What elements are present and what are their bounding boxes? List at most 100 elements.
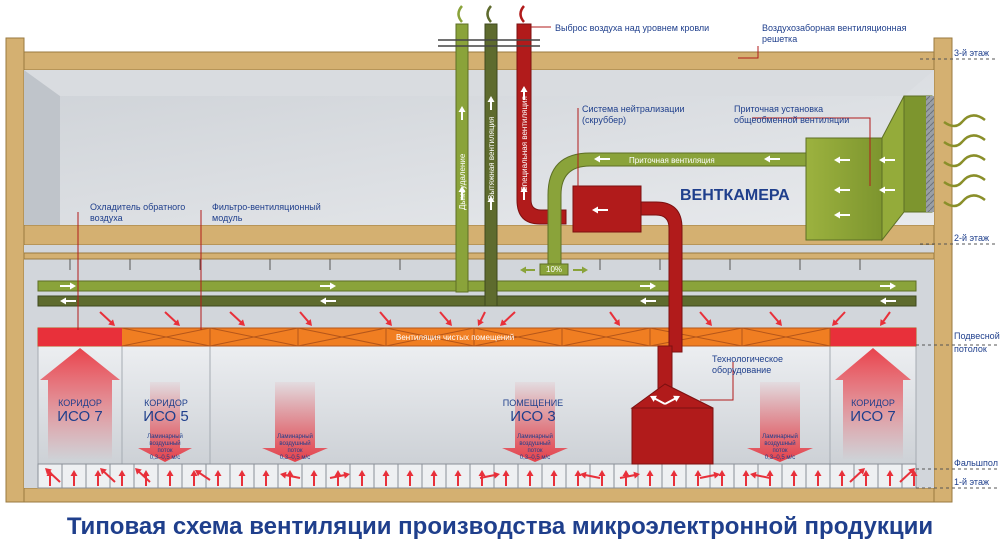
intake-arrows <box>943 114 986 208</box>
supply-duct-arrow <box>594 155 610 163</box>
roof-slab <box>5 51 953 71</box>
floor-flow-arrow <box>699 471 720 479</box>
grating-flow-arrow <box>406 470 414 486</box>
ceiling-panel-cross <box>649 327 743 347</box>
grating-flow-arrow <box>574 470 582 486</box>
ceiling-flow-arrow <box>379 311 392 326</box>
supply-unit-arrow <box>879 156 895 164</box>
ceiling-flow-arrow <box>439 311 452 326</box>
flow-iso5 <box>138 382 192 462</box>
smoke-duct-arrow <box>458 186 466 200</box>
label-exhaust-vent: Вытяжная вентиляция <box>487 117 496 200</box>
ceiling-flow-arrow <box>832 311 846 326</box>
grating-flow-arrow <box>310 470 318 486</box>
level-lines <box>916 58 998 489</box>
laminar-speed-1: 0,3–0,5 м/с <box>280 455 310 461</box>
ceiling-panel-cross <box>297 327 387 347</box>
laminar-flows <box>40 348 911 462</box>
upper-floor-wall-left <box>24 70 60 225</box>
floor1-slab <box>5 487 953 503</box>
callout-scrubber-2: (скруббер) <box>582 115 626 125</box>
flow-iso3-c <box>747 382 813 462</box>
floor-flow-arrow <box>849 468 865 483</box>
flow-right-corridor <box>835 348 911 460</box>
callout-tech-2: оборудование <box>712 365 771 375</box>
laminar-line3-0: поток <box>157 448 172 454</box>
grating-flow-arrow <box>814 470 822 486</box>
laminar-line2-0: воздушный <box>149 440 180 447</box>
room-iso5-class: ИСО 5 <box>143 408 188 425</box>
airflow-arrows <box>45 86 918 486</box>
ceiling-flow-arrow <box>500 311 516 326</box>
callout-supply-unit-2: общеобменной вентиляции <box>734 115 849 125</box>
roof-penetration <box>438 39 540 47</box>
exhaust-floor-arrow <box>320 297 336 305</box>
roof-exhaust-arrows <box>457 5 525 23</box>
room-iso3-label: ПОМЕЩЕНИЕ <box>503 398 563 408</box>
ceiling-flow-arrow <box>880 311 891 326</box>
floor-flow-arrow <box>750 471 771 479</box>
exhaust-duct-lower <box>37 295 917 307</box>
room-iso5-label: КОРИДОР <box>144 398 188 408</box>
grating-flow-arrow <box>790 470 798 486</box>
supply-floor-arrow <box>320 282 336 290</box>
intake-grille <box>926 96 934 212</box>
ceiling-panel-cross <box>121 327 211 347</box>
callout-ffu-1: Фильтро-вентиляционный <box>212 202 321 212</box>
grating-flow-arrow <box>478 470 486 486</box>
grating-flow-arrow <box>118 470 126 486</box>
supply-floor-arrow <box>60 282 76 290</box>
supply-unit-arrow <box>834 156 850 164</box>
smoke-duct-arrow <box>458 106 466 120</box>
grating-flow-arrow <box>190 470 198 486</box>
ceiling-flow-arrow <box>99 311 115 326</box>
page-title: Типовая схема вентиляции производства ми… <box>66 513 934 540</box>
exhaust-duct-arrow <box>487 196 495 210</box>
ceiling-flow-arrow <box>477 311 486 326</box>
label-ventchamber: ВЕНТКАМЕРА <box>680 187 790 204</box>
label-recirc: 10% <box>546 265 562 274</box>
ceiling-flow-arrow <box>699 311 712 326</box>
special-duct-arrow <box>520 86 528 100</box>
laminar-line1-2: Ламинарный <box>517 433 553 440</box>
callout-ffu-2: модуль <box>212 213 243 223</box>
callout-supply-unit-1: Приточная установка <box>734 104 823 114</box>
laminar-line2-1: воздушный <box>279 440 310 447</box>
suspended-ceiling <box>37 327 917 347</box>
floor-flow-arrow <box>619 471 640 479</box>
grating-flow-arrow <box>646 470 654 486</box>
label-floor3: 3-й этаж <box>954 48 989 58</box>
ceiling-panel-cross <box>209 327 299 347</box>
laminar-line3-3: поток <box>772 448 787 454</box>
ceiling-flow-arrow <box>229 311 245 326</box>
grating-flow-arrow <box>454 470 462 486</box>
room-right-label: КОРИДОР <box>851 398 895 408</box>
laminar-line1-1: Ламинарный <box>277 433 313 440</box>
grating-flow-arrow <box>886 470 894 486</box>
grating-flow-arrow <box>742 470 750 486</box>
ceiling-flow-arrow <box>164 311 180 326</box>
laminar-line2-3: воздушный <box>764 440 795 447</box>
callout-exhaust-roof: Выброс воздуха над уровнем кровли <box>555 23 709 33</box>
floor-flow-arrow <box>195 470 211 481</box>
laminar-line1-0: Ламинарный <box>147 433 183 440</box>
exhaust-floor-arrow <box>60 297 76 305</box>
exhaust-floor-arrow <box>880 297 896 305</box>
label-cleanroom-vent: Вентиляция чистых помещений <box>396 333 514 342</box>
grating-flow-arrow <box>862 470 870 486</box>
floor-flow-arrow <box>280 471 301 479</box>
grating-flow-arrow <box>718 470 726 486</box>
room-iso3-class: ИСО 3 <box>510 408 555 425</box>
callout-lines <box>77 26 871 401</box>
laminar-speed-2: 0,3–0,5 м/с <box>520 455 550 461</box>
label-supply-vent: Приточная вентиляция <box>629 156 715 165</box>
ceiling-flow-arrow <box>769 311 782 326</box>
grating-flow-arrow <box>766 470 774 486</box>
ceiling-panel-cross <box>741 327 831 347</box>
grating-flow-arrow <box>670 470 678 486</box>
callout-intake-grille-1: Воздухозаборная вентиляционная <box>762 23 907 33</box>
grating-flow-arrow <box>94 470 102 486</box>
scrubber-arrow <box>592 206 608 214</box>
floor-flow-arrow <box>100 468 116 483</box>
